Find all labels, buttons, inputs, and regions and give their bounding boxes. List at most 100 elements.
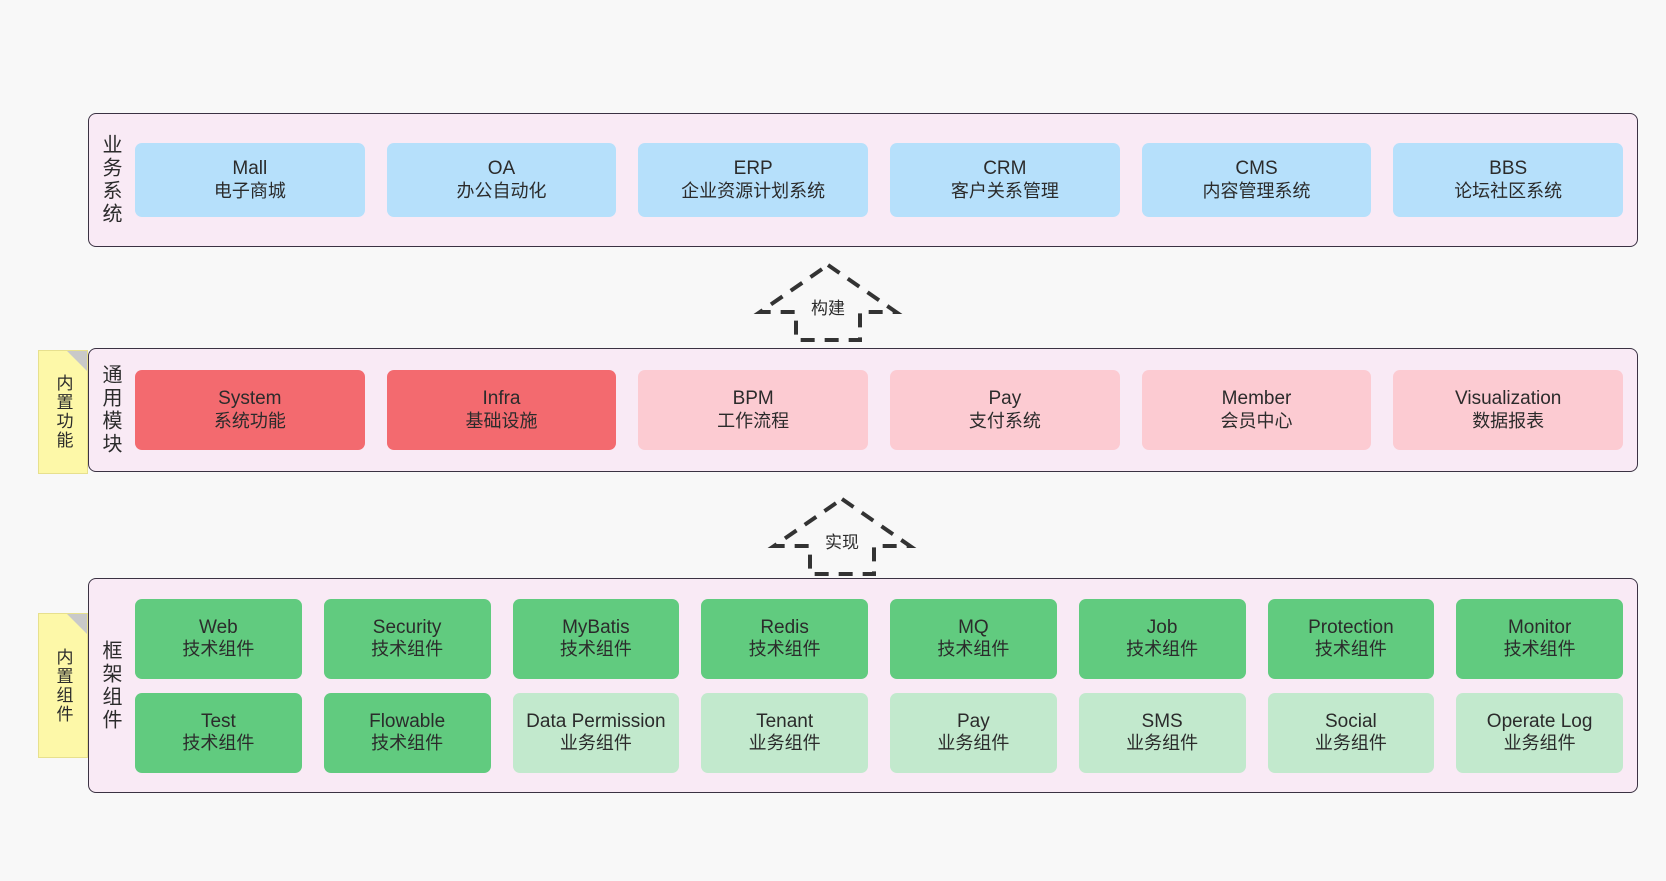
card-title: Operate Log bbox=[1486, 710, 1593, 732]
card-oa[interactable]: OA 办公自动化 bbox=[386, 143, 617, 217]
note-builtin-features: 内置功能 bbox=[38, 350, 88, 474]
card-title: SMS bbox=[1141, 710, 1183, 732]
card-subtitle: 技术组件 bbox=[371, 639, 444, 660]
card-title: Web bbox=[199, 616, 238, 638]
card-title: BPM bbox=[732, 388, 774, 410]
card-title: Pay bbox=[957, 710, 990, 732]
card-social[interactable]: Social 业务组件 bbox=[1267, 692, 1435, 773]
card-title: System bbox=[218, 388, 282, 410]
layer-label-business-system: 业务系统 bbox=[99, 134, 121, 226]
card-pay-component[interactable]: Pay 业务组件 bbox=[890, 692, 1057, 773]
card-title: Member bbox=[1221, 388, 1292, 410]
card-mybatis[interactable]: MyBatis 技术组件 bbox=[512, 598, 680, 679]
card-visualization[interactable]: Visualization 数据报表 bbox=[1393, 370, 1624, 450]
card-redis[interactable]: Redis 技术组件 bbox=[701, 598, 868, 679]
card-subtitle: 技术组件 bbox=[1503, 639, 1576, 660]
card-subtitle: 业务组件 bbox=[1503, 733, 1576, 754]
card-title: Mall bbox=[232, 158, 268, 180]
card-subtitle: 技术组件 bbox=[1314, 639, 1387, 660]
card-subtitle: 业务组件 bbox=[748, 733, 821, 754]
card-title: Redis bbox=[760, 616, 809, 638]
card-title: Flowable bbox=[369, 710, 446, 732]
card-title: Visualization bbox=[1455, 388, 1562, 410]
card-title: BBS bbox=[1489, 158, 1528, 180]
card-sms[interactable]: SMS 业务组件 bbox=[1078, 692, 1246, 773]
card-title: MyBatis bbox=[562, 616, 630, 638]
card-title: Protection bbox=[1308, 616, 1394, 638]
card-title: CMS bbox=[1235, 158, 1278, 180]
card-subtitle: 业务组件 bbox=[559, 733, 632, 754]
note-text: 内置组件 bbox=[53, 647, 73, 724]
card-subtitle: 技术组件 bbox=[1126, 639, 1199, 660]
card-bbs[interactable]: BBS 论坛社区系统 bbox=[1393, 143, 1624, 217]
card-title: MQ bbox=[958, 616, 989, 638]
card-protection[interactable]: Protection 技术组件 bbox=[1267, 598, 1435, 679]
card-cms[interactable]: CMS 内容管理系统 bbox=[1141, 143, 1372, 217]
card-row: Web 技术组件 Security 技术组件 MyBatis 技术组件 Redi… bbox=[135, 598, 1623, 679]
arrow-label-implement: 实现 bbox=[825, 533, 859, 552]
card-title: Tenant bbox=[756, 710, 814, 732]
card-infra[interactable]: Infra 基础设施 bbox=[386, 370, 617, 450]
layer-framework-component: 框架组件 Web 技术组件 Security 技术组件 MyBatis 技术组件… bbox=[88, 578, 1638, 793]
card-monitor[interactable]: Monitor 技术组件 bbox=[1456, 598, 1623, 679]
card-job[interactable]: Job 技术组件 bbox=[1078, 598, 1246, 679]
card-data-permission[interactable]: Data Permission 业务组件 bbox=[512, 692, 680, 773]
card-mq[interactable]: MQ 技术组件 bbox=[890, 598, 1057, 679]
card-subtitle: 基础设施 bbox=[465, 410, 538, 431]
card-title: CRM bbox=[983, 158, 1027, 180]
card-subtitle: 会员中心 bbox=[1220, 410, 1293, 431]
card-subtitle: 技术组件 bbox=[559, 639, 632, 660]
layer-label-common-module: 通用模块 bbox=[99, 364, 121, 456]
arrow-build-up: 构建 bbox=[753, 262, 903, 342]
card-title: Job bbox=[1146, 616, 1178, 638]
card-pay-module[interactable]: Pay 支付系统 bbox=[890, 370, 1120, 450]
card-subtitle: 客户关系管理 bbox=[950, 180, 1059, 201]
card-subtitle: 技术组件 bbox=[748, 639, 821, 660]
card-subtitle: 企业资源计划系统 bbox=[681, 180, 826, 201]
card-title: Social bbox=[1325, 710, 1377, 732]
layer-business-system: 业务系统 Mall 电子商城 OA 办公自动化 ERP 企业资源计划系统 CRM… bbox=[88, 113, 1638, 247]
card-title: ERP bbox=[733, 158, 773, 180]
card-subtitle: 技术组件 bbox=[182, 733, 255, 754]
card-subtitle: 办公自动化 bbox=[456, 180, 547, 201]
card-system[interactable]: System 系统功能 bbox=[135, 370, 365, 450]
card-subtitle: 业务组件 bbox=[1314, 733, 1387, 754]
card-tenant[interactable]: Tenant 业务组件 bbox=[701, 692, 868, 773]
card-subtitle: 内容管理系统 bbox=[1202, 180, 1311, 201]
layer-body-common-module: System 系统功能 Infra 基础设施 BPM 工作流程 Pay 支付系统… bbox=[131, 349, 1637, 471]
arrow-label-build: 构建 bbox=[811, 299, 845, 318]
card-operate-log[interactable]: Operate Log 业务组件 bbox=[1456, 692, 1623, 773]
card-subtitle: 论坛社区系统 bbox=[1454, 180, 1563, 201]
card-title: OA bbox=[487, 158, 516, 180]
card-subtitle: 支付系统 bbox=[968, 410, 1041, 431]
card-subtitle: 业务组件 bbox=[1126, 733, 1199, 754]
card-erp[interactable]: ERP 企业资源计划系统 bbox=[638, 143, 869, 217]
card-web[interactable]: Web 技术组件 bbox=[135, 598, 302, 679]
card-mall[interactable]: Mall 电子商城 bbox=[135, 143, 365, 217]
card-subtitle: 技术组件 bbox=[182, 639, 255, 660]
card-subtitle: 数据报表 bbox=[1472, 410, 1545, 431]
card-subtitle: 工作流程 bbox=[717, 410, 790, 431]
card-flowable[interactable]: Flowable 技术组件 bbox=[323, 692, 491, 773]
card-subtitle: 技术组件 bbox=[937, 639, 1010, 660]
layer-label-framework-component: 框架组件 bbox=[99, 639, 121, 732]
card-crm[interactable]: CRM 客户关系管理 bbox=[890, 143, 1120, 217]
card-test[interactable]: Test 技术组件 bbox=[135, 692, 302, 773]
card-row: Test 技术组件 Flowable 技术组件 Data Permission … bbox=[135, 692, 1623, 773]
card-subtitle: 电子商城 bbox=[213, 180, 286, 201]
card-title: Data Permission bbox=[526, 710, 666, 732]
card-member[interactable]: Member 会员中心 bbox=[1141, 370, 1372, 450]
note-builtin-components: 内置组件 bbox=[38, 613, 88, 758]
arrow-implement-up: 实现 bbox=[767, 496, 917, 576]
card-bpm[interactable]: BPM 工作流程 bbox=[638, 370, 869, 450]
card-title: Test bbox=[200, 710, 236, 732]
card-title: Pay bbox=[988, 388, 1022, 410]
card-security[interactable]: Security 技术组件 bbox=[323, 598, 491, 679]
card-title: Security bbox=[372, 616, 442, 638]
card-row: Mall 电子商城 OA 办公自动化 ERP 企业资源计划系统 CRM 客户关系… bbox=[135, 143, 1624, 217]
layer-common-module: 通用模块 System 系统功能 Infra 基础设施 BPM 工作流程 Pay… bbox=[88, 348, 1638, 472]
card-title: Infra bbox=[482, 388, 521, 410]
layer-body-framework-component: Web 技术组件 Security 技术组件 MyBatis 技术组件 Redi… bbox=[131, 579, 1637, 792]
layer-body-business-system: Mall 电子商城 OA 办公自动化 ERP 企业资源计划系统 CRM 客户关系… bbox=[131, 114, 1637, 246]
